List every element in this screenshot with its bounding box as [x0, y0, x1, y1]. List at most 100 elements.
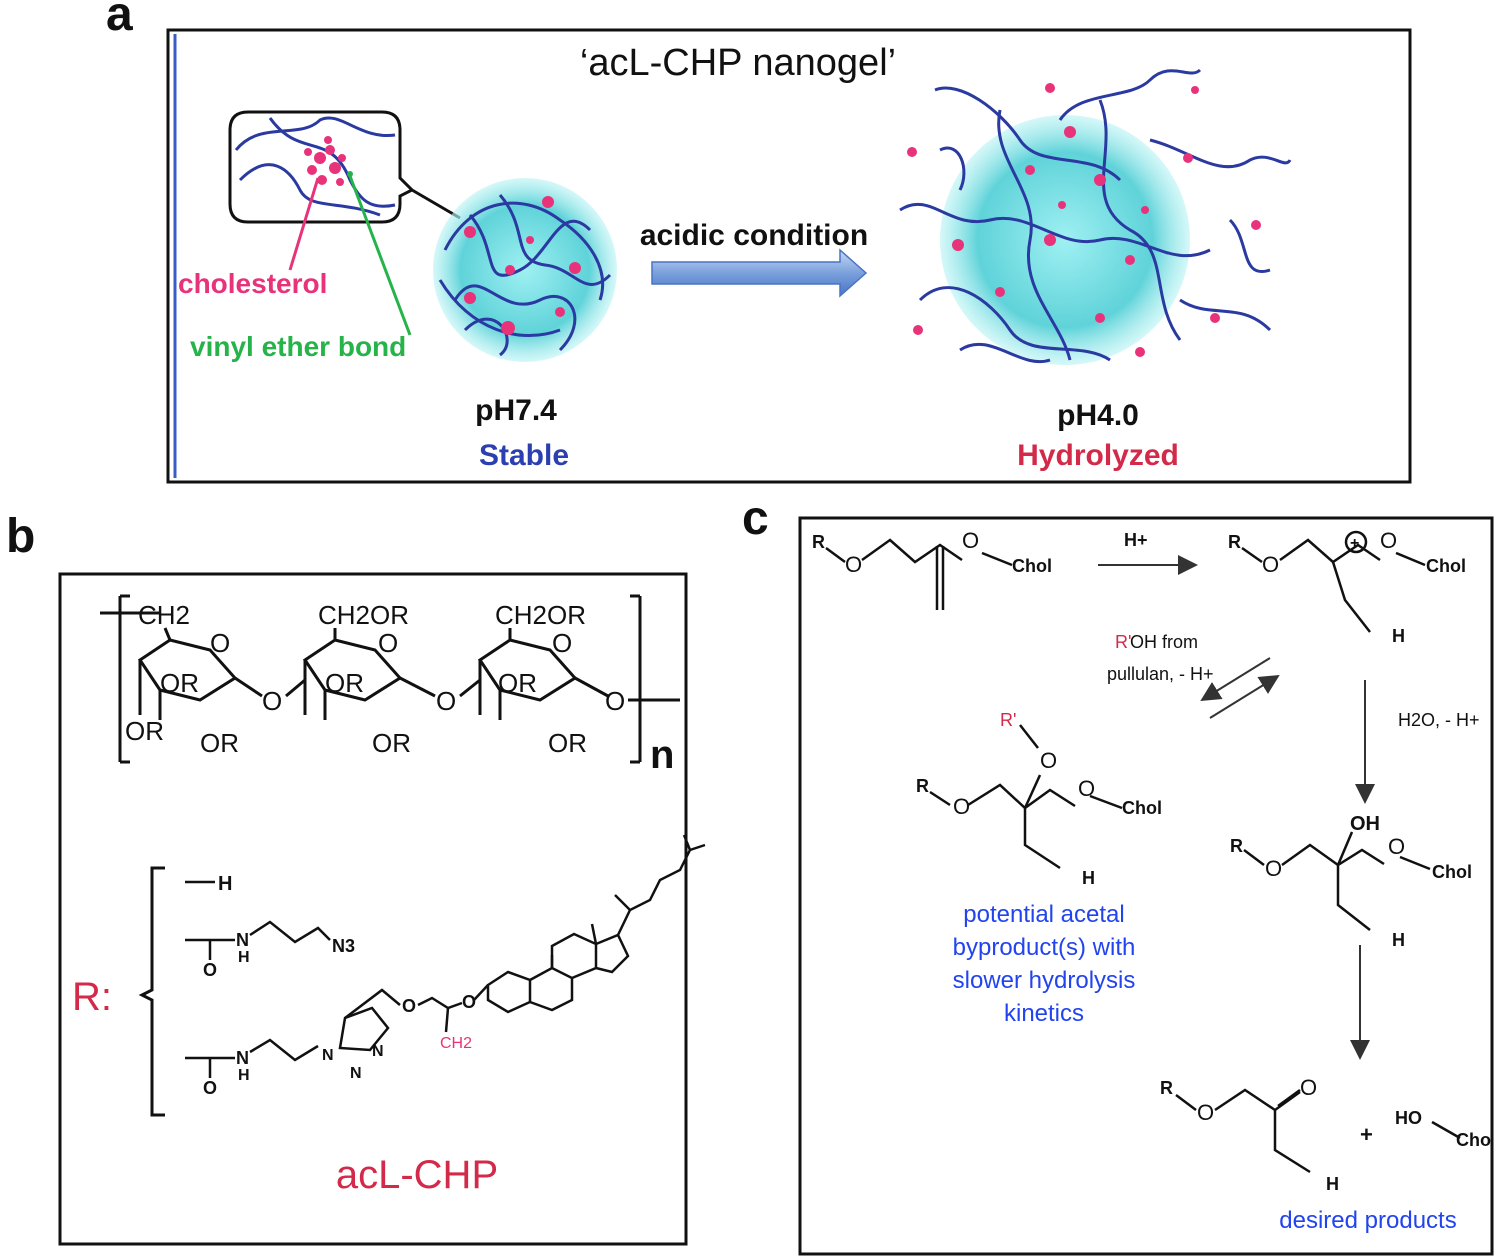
acl-chp-name: acL-CHP — [336, 1153, 498, 1197]
hemi-h: H — [1392, 930, 1405, 950]
substituent-structures — [185, 834, 706, 1078]
cholesterol-pointer — [288, 177, 320, 271]
left-ph: pH7.4 — [475, 394, 557, 427]
acetal-molecule — [929, 724, 1123, 870]
roh-line2: pullulan, - H+ — [1107, 664, 1214, 684]
byproduct-line3: slower hydrolysis — [953, 967, 1136, 994]
h-plus-label: H+ — [1124, 530, 1148, 550]
acetal-o2: O — [1078, 776, 1095, 801]
ring1-or-a: OR — [160, 668, 199, 698]
prod-o-carbonyl: O — [1300, 1075, 1317, 1100]
m1-o2: O — [962, 528, 979, 553]
ring3-ch2or: CH2OR — [495, 600, 586, 630]
vinyl-pointer — [348, 175, 412, 336]
prod-r: R — [1160, 1078, 1173, 1098]
right-state: Hydrolyzed — [1017, 439, 1179, 472]
cholesterol-cluster — [304, 136, 346, 186]
hemi-oh: OH — [1350, 813, 1380, 835]
panel-c: c R O O Chol H+ R O + O Chol H — [742, 492, 1494, 1256]
ring1-ch2: CH2 — [138, 600, 190, 630]
ring3-or-a: OR — [498, 668, 537, 698]
acidic-arrow — [651, 248, 868, 298]
label-vinyl-ether-bond: vinyl ether bond — [190, 331, 406, 362]
triazole-n1: N — [322, 1047, 334, 1064]
roh-line1: OH from — [1130, 632, 1198, 652]
panel-a: a ‘acL-CHP nanogel’ cholesterol vinyl et… — [106, 0, 1412, 484]
prod-chol: Cho — [1456, 1130, 1491, 1150]
acetal-chol: Chol — [1122, 798, 1162, 818]
ring2-o: O — [378, 628, 398, 658]
hemi-o2: O — [1388, 834, 1405, 859]
hemi-r: R — [1230, 836, 1243, 856]
panel-a-title: ‘acL-CHP nanogel’ — [580, 42, 896, 84]
m2-chol: Chol — [1426, 556, 1466, 576]
acetal-rprime: R' — [1000, 710, 1016, 730]
m2-o2: O — [1380, 528, 1397, 553]
panel-c-letter: c — [742, 492, 769, 545]
prod-h: H — [1326, 1174, 1339, 1194]
roh-rprime: R' — [1115, 632, 1131, 652]
cholesterol-alcohol — [1431, 1120, 1461, 1140]
panel-a-letter: a — [106, 0, 133, 41]
m1-o1: O — [845, 552, 862, 577]
left-state: Stable — [479, 439, 569, 472]
triazole-n2: N — [350, 1065, 362, 1082]
link-o-1: O — [262, 686, 282, 716]
acetal-o-top: O — [1040, 748, 1057, 773]
hemi-o1: O — [1265, 856, 1282, 881]
m2-r: R — [1228, 532, 1241, 552]
prod-o1: O — [1197, 1100, 1214, 1125]
desired-products: desired products — [1279, 1207, 1456, 1234]
acetal-o1: O — [953, 794, 970, 819]
pullulan-structure — [100, 594, 680, 764]
m1-r: R — [812, 532, 825, 552]
r-label: R: — [72, 975, 112, 1019]
acetal-h: H — [1082, 868, 1095, 888]
sub2-n3: N3 — [332, 936, 355, 956]
carbocation-molecule — [1241, 530, 1426, 633]
hydrolyzed-nanogel — [899, 68, 1292, 365]
ring3-o: O — [552, 628, 572, 658]
zoom-callout — [228, 110, 461, 224]
prod-ho: HO — [1395, 1108, 1422, 1128]
link-o-3: O — [605, 686, 625, 716]
plus-sign: + — [1360, 1122, 1373, 1147]
ring1-or-b: OR — [125, 716, 164, 746]
triazole-n3: N — [372, 1043, 384, 1060]
label-cholesterol: cholesterol — [178, 268, 327, 299]
acetal-r: R — [916, 776, 929, 796]
sub3-ch2-red: CH2 — [440, 1035, 472, 1052]
m1-chol: Chol — [1012, 556, 1052, 576]
byproduct-line1: potential acetal — [963, 901, 1124, 928]
ring1-o: O — [210, 628, 230, 658]
vinyl-ether-molecule — [825, 538, 1013, 610]
byproduct-line4: kinetics — [1004, 1000, 1084, 1027]
panel-c-frame — [798, 516, 1494, 1256]
panel-b-frame — [58, 572, 688, 1246]
water-label: H2O, - H+ — [1398, 710, 1480, 730]
byproduct-line2: byproduct(s) with — [953, 934, 1136, 961]
panel-a-frame — [166, 28, 1412, 484]
ether-o1: O — [402, 996, 416, 1016]
sub-h: H — [218, 873, 232, 895]
equilibrium-arrows — [1200, 657, 1280, 719]
sub3-nh-h: H — [238, 1067, 250, 1084]
sub3-o: O — [203, 1078, 217, 1098]
panel-b-letter: b — [6, 510, 35, 563]
right-ph: pH4.0 — [1057, 399, 1139, 432]
sub2-n: N — [236, 930, 249, 950]
ring3-or-c: OR — [548, 728, 587, 758]
ring2-ch2or: CH2OR — [318, 600, 409, 630]
m2-plus: + — [1350, 535, 1359, 552]
m2-o1: O — [1262, 552, 1279, 577]
ketone-molecule — [1175, 1088, 1311, 1174]
r-bracket — [138, 866, 165, 1117]
ring1-or-c: OR — [200, 728, 239, 758]
panel-b: b — [6, 510, 706, 1246]
repeat-n: n — [650, 733, 674, 777]
stable-nanogel — [433, 178, 617, 362]
label-acidic-condition: acidic condition — [640, 219, 868, 252]
hemi-chol: Chol — [1432, 862, 1472, 882]
ether-o2: O — [462, 992, 476, 1012]
